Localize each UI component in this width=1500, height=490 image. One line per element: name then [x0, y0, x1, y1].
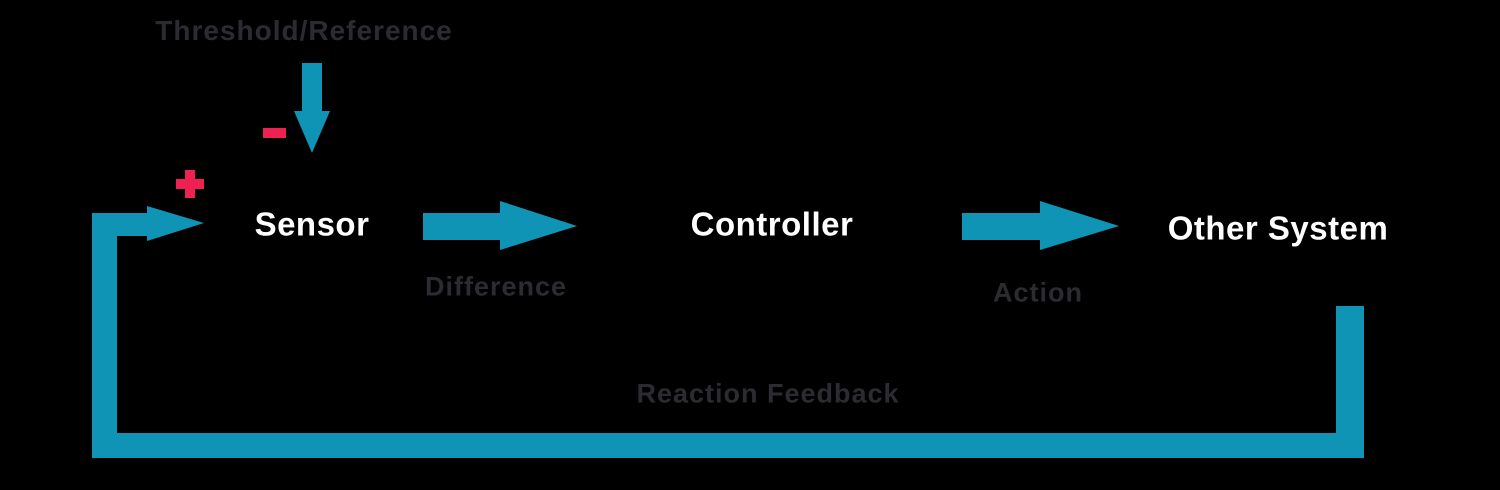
down-arrow-shaft	[302, 63, 322, 113]
node-other-system: Other System	[1167, 209, 1389, 247]
plus-vertical-bar	[185, 170, 195, 198]
difference-arrow-head	[500, 201, 577, 250]
action-arrow-head	[1040, 201, 1119, 250]
feedback-loop-inlet-shaft	[92, 213, 148, 236]
minus-bar	[263, 128, 286, 138]
difference-arrow-icon	[423, 201, 577, 250]
feedback-loop-arrow-head	[147, 206, 204, 241]
node-controller: Controller	[690, 205, 854, 243]
action-arrow-icon	[962, 201, 1119, 250]
action-label: Action	[993, 277, 1083, 308]
plus-icon	[176, 170, 204, 198]
feedback-loop-right-segment	[1336, 306, 1364, 458]
threshold-reference-label: Threshold/Reference	[155, 15, 453, 46]
difference-arrow-shaft	[423, 213, 503, 240]
reaction-feedback-label: Reaction Feedback	[636, 378, 900, 409]
feedback-loop-bottom-segment	[92, 433, 1364, 458]
minus-icon	[263, 128, 286, 138]
feedback-loop-left-segment	[92, 213, 117, 458]
feedback-loop-line	[92, 206, 1364, 458]
down-arrow-head	[294, 111, 330, 153]
action-arrow-shaft	[962, 213, 1042, 240]
difference-label: Difference	[424, 271, 568, 302]
threshold-down-arrow-icon	[294, 63, 330, 153]
node-sensor: Sensor	[254, 205, 370, 243]
